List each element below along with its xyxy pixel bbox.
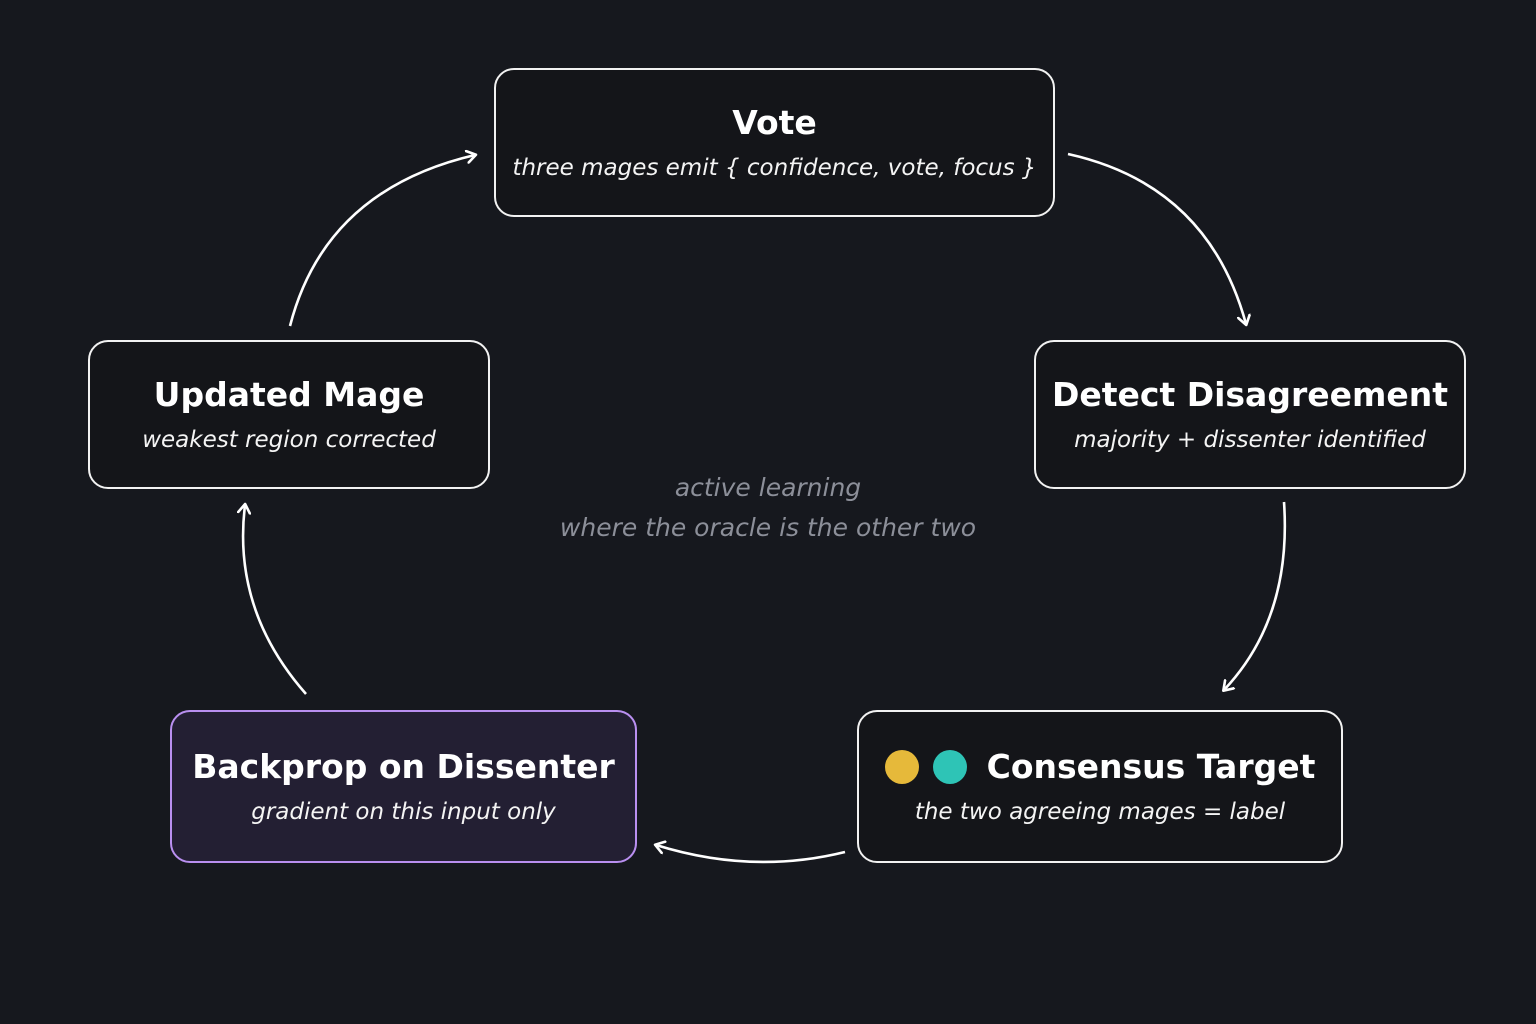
detect-disagreement-title: Detect Disagreement: [1051, 374, 1449, 414]
arrow-detect-to-consensus: [1224, 501, 1287, 690]
arrow-backprop-to-updated: [243, 505, 307, 695]
arrow-vote-to-detect: [1067, 152, 1246, 324]
updated-mage-title: Updated Mage: [153, 374, 425, 414]
updated-mage-node: Updated Mage weakest region corrected: [88, 340, 490, 489]
arrow-updated-to-vote: [288, 155, 475, 327]
consensus-target-node: Consensus Target the two agreeing mages …: [857, 710, 1343, 863]
arrow-consensus-to-backprop: [656, 845, 846, 864]
detect-disagreement-node: Detect Disagreement majority + dissenter…: [1034, 340, 1466, 489]
consensus-target-title: Consensus Target: [986, 746, 1316, 786]
backprop-on-dissenter-node: Backprop on Dissenter gradient on this i…: [170, 710, 637, 863]
consensus-target-subtitle: the two agreeing mages = label: [914, 798, 1286, 825]
center-note-line-2: where the oracle is the other two: [559, 513, 977, 542]
vote-title: Vote: [732, 102, 817, 142]
backprop-on-dissenter-subtitle: gradient on this input only: [251, 798, 556, 825]
agreeing-mage-yellow-dot: [884, 749, 919, 784]
detect-disagreement-subtitle: majority + dissenter identified: [1074, 426, 1426, 453]
backprop-on-dissenter-title: Backprop on Dissenter: [192, 746, 615, 786]
updated-mage-subtitle: weakest region corrected: [142, 426, 436, 453]
vote-node: Vote three mages emit { confidence, vote…: [494, 68, 1055, 217]
consensus-target-title-row: Consensus Target: [884, 746, 1316, 787]
center-note: active learning where the oracle is the …: [468, 468, 1068, 548]
vote-subtitle: three mages emit { confidence, vote, foc…: [512, 154, 1037, 181]
center-note-line-1: active learning: [674, 473, 862, 502]
agreeing-mage-teal-dot: [932, 749, 967, 784]
